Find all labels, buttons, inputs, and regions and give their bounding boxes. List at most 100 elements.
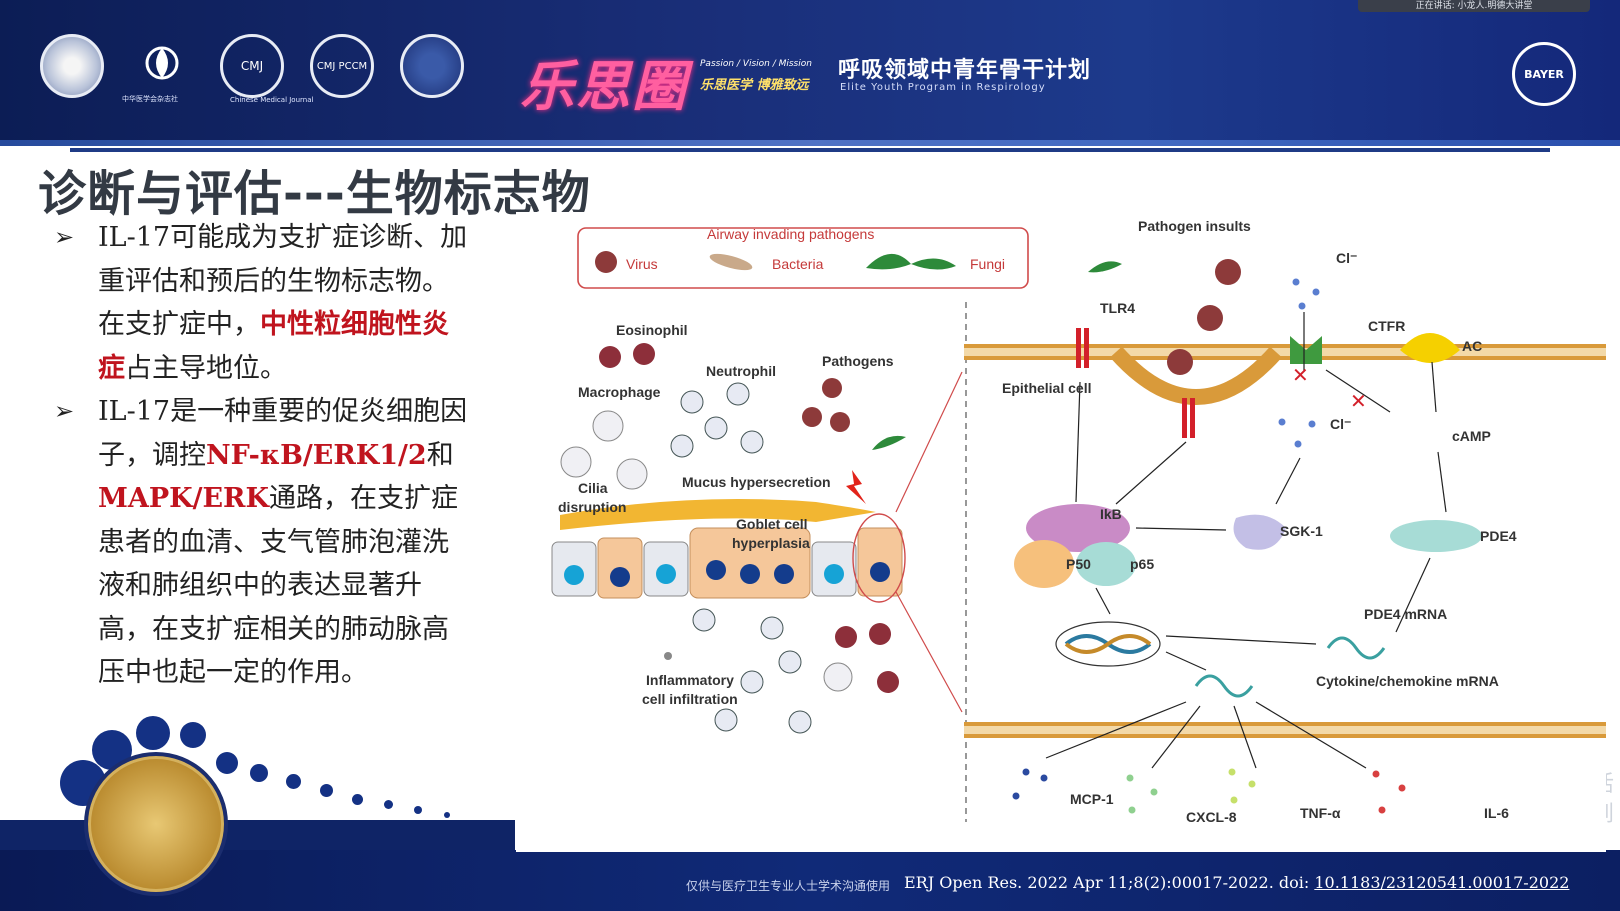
goblet-label: hyperplasia — [732, 535, 810, 551]
dna-strand-icon — [1064, 634, 1152, 654]
pathogen-box — [577, 227, 1029, 289]
pde4-protein-icon — [1390, 520, 1482, 552]
decor-dot — [136, 716, 170, 750]
zoom-line — [895, 591, 963, 713]
program-title-cn: 呼吸领域中青年骨干计划 — [838, 58, 1092, 83]
bullet-text: 通路，在支扩症患者的血清、支气管肺泡灌洗液和肺组织中的表达显著升高，在支扩症相关… — [98, 483, 458, 688]
society-emblem-icon — [40, 34, 104, 98]
bullet-highlight: 中性粒细胞性炎症 — [98, 309, 449, 384]
cytokine-mrna-icon — [1194, 674, 1254, 698]
lightning-icon — [846, 470, 866, 504]
decor-dot — [444, 812, 450, 818]
bacteria-icon — [709, 253, 753, 271]
adenylyl-cyclase-icon — [1400, 333, 1460, 363]
arrowhead-bullet-icon: ➢ — [54, 397, 75, 425]
sgk1-label: SGK-1 — [1280, 523, 1323, 539]
pathogens-label: Pathogens — [822, 353, 894, 369]
cilia-label: Cilia — [578, 480, 608, 496]
doi-link[interactable]: 10.1183/23120541.00017-2022 — [1314, 873, 1570, 892]
bullet-highlight: MAPK/ERK — [98, 483, 269, 514]
p50-label: P50 — [1066, 556, 1091, 572]
arrowhead-bullet-icon: ➢ — [54, 223, 75, 251]
pde4-label: PDE4 — [1480, 528, 1517, 544]
chloride-mid-label: Cl⁻ — [1330, 416, 1352, 432]
fungi-label: Fungi — [970, 256, 1006, 272]
program-title-en: Elite Youth Program in Respirology — [840, 82, 1046, 93]
citation-text: ERJ Open Res. 2022 Apr 11;8(2):00017-202… — [904, 873, 1315, 892]
pathogen-insults-label: Pathogen insults — [1138, 218, 1251, 234]
pde4-mrna-icon — [1326, 636, 1386, 660]
pathogen-box-title: Airway invading pathogens — [707, 226, 875, 242]
title-divider — [70, 148, 1550, 152]
p65-label: p65 — [1130, 556, 1155, 572]
sgk1-protein-icon — [1233, 514, 1286, 550]
bullet-item: ➢ IL-17可能成为支扩症诊断、加重评估和预后的生物标志物。在支扩症中，中性粒… — [52, 216, 472, 390]
tlr4-receptor-icon — [1076, 328, 1081, 368]
bullet-text: IL-17可能成为支扩症诊断、加重评估和预后的生物标志物。在支扩症中， — [98, 222, 468, 340]
bridge-medal-icon — [84, 752, 228, 896]
cilia-label: disruption — [558, 499, 627, 515]
bullet-list: ➢ IL-17可能成为支扩症诊断、加重评估和预后的生物标志物。在支扩症中，中性粒… — [52, 216, 472, 695]
bullet-item: ➢ IL-17是一种重要的促炎细胞因子，调控NF-κB/ERK1/2和 MAPK/… — [52, 390, 472, 695]
macrophage-label: Macrophage — [578, 384, 661, 400]
epithelial-cells — [551, 527, 903, 599]
bullet-highlight: NF-κB/ERK1/2 — [206, 439, 427, 471]
cytokine-mrna-label: Cytokine/chemokine mRNA — [1316, 673, 1499, 689]
infiltration-label: cell infiltration — [642, 691, 738, 707]
virus-icon — [1197, 305, 1223, 331]
header-glow — [0, 140, 1620, 146]
tlr4-label: TLR4 — [1100, 300, 1135, 316]
mcp1-label: MCP-1 — [1070, 791, 1114, 807]
decor-dot — [286, 774, 301, 789]
chloride-top-label: Cl⁻ — [1336, 250, 1358, 266]
footer-notice: 仅供与医疗卫生专业人士学术沟通使用 — [686, 879, 891, 893]
il6-label: IL-6 — [1484, 805, 1509, 821]
decor-dot — [384, 800, 393, 809]
cmj-pccm-logo-icon: CMJ PCCM — [310, 34, 374, 98]
mucus-layer — [560, 498, 876, 530]
ac-label: AC — [1462, 338, 1483, 354]
epithelial-cell-label: Epithelial cell — [1002, 380, 1092, 396]
ctfr-label: CTFR — [1368, 318, 1406, 334]
speaker-indicator: 正在讲话: 小龙人.明德大讲堂 — [1358, 0, 1590, 12]
cftr-channel-icon — [1290, 336, 1322, 364]
pathway-figure: ✕ ✕ Airway invading pathogens Virus Bact… — [516, 212, 1606, 852]
block-mark-icon: ✕ — [1350, 389, 1367, 413]
goblet-label: Goblet cell — [736, 516, 808, 532]
basal-membrane-core — [964, 726, 1606, 734]
p50-protein-icon — [1014, 540, 1074, 588]
bullet-text: 和 — [426, 439, 454, 471]
tlr4-receptor-icon — [1084, 328, 1089, 368]
p65-protein-icon — [1076, 542, 1136, 586]
cxcl8-label: CXCL-8 — [1186, 809, 1237, 825]
apical-membrane-core — [964, 348, 1606, 356]
slide-header: CMJ CMJ PCCM 中华医学会杂志社 Chinese Medical Jo… — [0, 0, 1620, 146]
pde4-mrna-label: PDE4 mRNA — [1364, 606, 1448, 622]
dna-ellipse — [1055, 621, 1161, 667]
footer-citation: ERJ Open Res. 2022 Apr 11;8(2):00017-202… — [904, 873, 1569, 892]
tlr4-receptor-icon — [1190, 398, 1195, 438]
fungi-icon — [911, 258, 956, 270]
virus-icon — [1167, 349, 1193, 375]
figure-graphics: ✕ ✕ — [551, 227, 1606, 822]
bullet-text: IL-17是一种重要的促炎细胞因子，调控 — [98, 396, 468, 471]
virus-icon — [595, 251, 617, 273]
tlr4-receptor-icon — [1182, 398, 1187, 438]
pathway-arrows — [1045, 312, 1447, 769]
ikb-protein-icon — [1026, 504, 1130, 552]
cmj-caption: Chinese Medical Journal — [230, 96, 314, 104]
camp-label: cAMP — [1452, 428, 1491, 444]
decor-dot — [352, 794, 363, 805]
cytokine-dots — [1012, 278, 1406, 814]
footer-left-panel — [0, 820, 515, 850]
fungi-icon — [872, 435, 906, 450]
footer-bar — [0, 850, 1620, 911]
brand-tagline: Passion / Vision / Mission — [700, 59, 812, 69]
immune-cells — [560, 343, 899, 734]
virus-label: Virus — [626, 256, 658, 272]
decor-dot — [250, 764, 268, 782]
slide-title: 诊断与评估---生物标志物 — [38, 166, 591, 222]
zoom-line — [895, 371, 963, 513]
tnf-alpha-label: TNF-α — [1300, 805, 1341, 821]
publishing-house-caption: 中华医学会杂志社 — [122, 95, 178, 103]
